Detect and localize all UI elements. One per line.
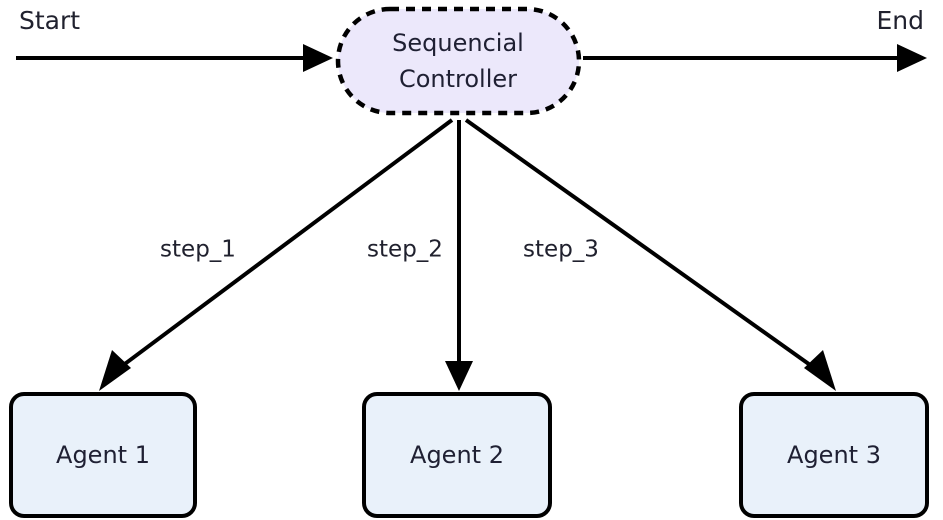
edge-controller-to-agent-1 — [99, 118, 454, 391]
edge-start-to-controller — [16, 44, 333, 72]
edge-controller-to-agent-3 — [464, 118, 836, 391]
end-arrowhead-icon — [897, 44, 927, 72]
step-2-arrowhead-icon — [445, 361, 473, 391]
controller-label-line1: Sequencial — [392, 29, 524, 57]
node-agent-1[interactable]: Agent 1 — [9, 392, 197, 518]
step-3-arrowhead-icon — [804, 350, 836, 391]
agent-1-shape — [9, 392, 197, 518]
edge-label-step-1: step_1 — [160, 237, 236, 263]
agent-1-label: Agent 1 — [56, 441, 150, 469]
controller-shape — [335, 6, 582, 116]
agent-2-label: Agent 2 — [410, 441, 504, 469]
start-arrowhead-icon — [303, 44, 333, 72]
step-1-edge-line — [112, 118, 454, 374]
agent-2-shape — [362, 392, 552, 518]
edge-controller-to-agent-2 — [445, 120, 473, 391]
start-label: Start — [19, 6, 80, 35]
edge-controller-to-end — [583, 44, 927, 72]
step-1-arrowhead-icon — [99, 350, 131, 391]
edge-label-step-3: step_3 — [523, 237, 599, 263]
agent-3-label: Agent 3 — [787, 441, 881, 469]
node-agent-2[interactable]: Agent 2 — [362, 392, 552, 518]
edge-label-step-2: step_2 — [367, 237, 443, 263]
end-label: End — [876, 6, 924, 35]
step-3-edge-line — [464, 118, 822, 374]
node-sequencial-controller[interactable]: Sequencial Controller — [335, 6, 582, 116]
agent-3-shape — [739, 392, 929, 518]
node-agent-3[interactable]: Agent 3 — [739, 392, 929, 518]
controller-label-line2: Controller — [399, 65, 517, 93]
